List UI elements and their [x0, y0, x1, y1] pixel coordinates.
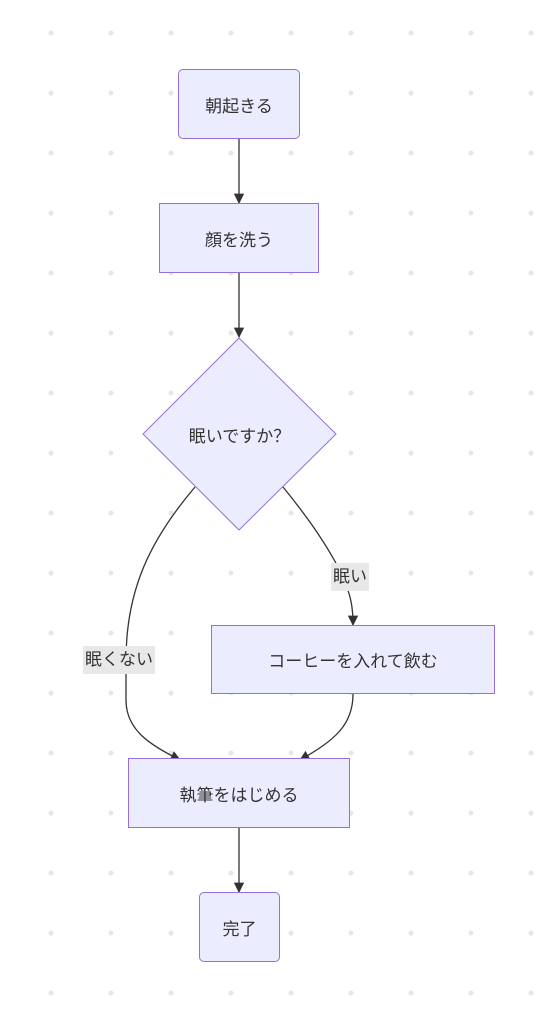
- node-coffee-label: コーヒーを入れて飲む: [268, 652, 438, 672]
- node-wash-face-label: 顔を洗う: [205, 230, 273, 251]
- edge-label-not-sleepy: 眠くない: [83, 646, 155, 674]
- edge-question-to-write: [125, 486, 196, 761]
- decision-diamond-shape: [142, 337, 337, 531]
- edge-question-to-coffee: [282, 486, 359, 627]
- node-wake-up[interactable]: 朝起きる: [178, 69, 300, 139]
- node-wake-up-label: 朝起きる: [205, 96, 273, 117]
- decision-sleepy-label-box[interactable]: 眠いですか？: [143, 414, 336, 454]
- node-coffee[interactable]: コーヒーを入れて飲む: [211, 625, 495, 694]
- node-done-label: 完了: [222, 919, 257, 940]
- edge-label-sleepy: 眠い: [331, 563, 369, 591]
- edge-coffee-to-write: [299, 693, 354, 761]
- decision-sleepy-label: 眠いですか？: [188, 426, 291, 447]
- node-start-writing[interactable]: 執筆をはじめる: [128, 758, 350, 828]
- node-done[interactable]: 完了: [199, 892, 280, 962]
- node-start-writing-label: 執筆をはじめる: [179, 785, 299, 806]
- node-wash-face[interactable]: 顔を洗う: [159, 203, 319, 273]
